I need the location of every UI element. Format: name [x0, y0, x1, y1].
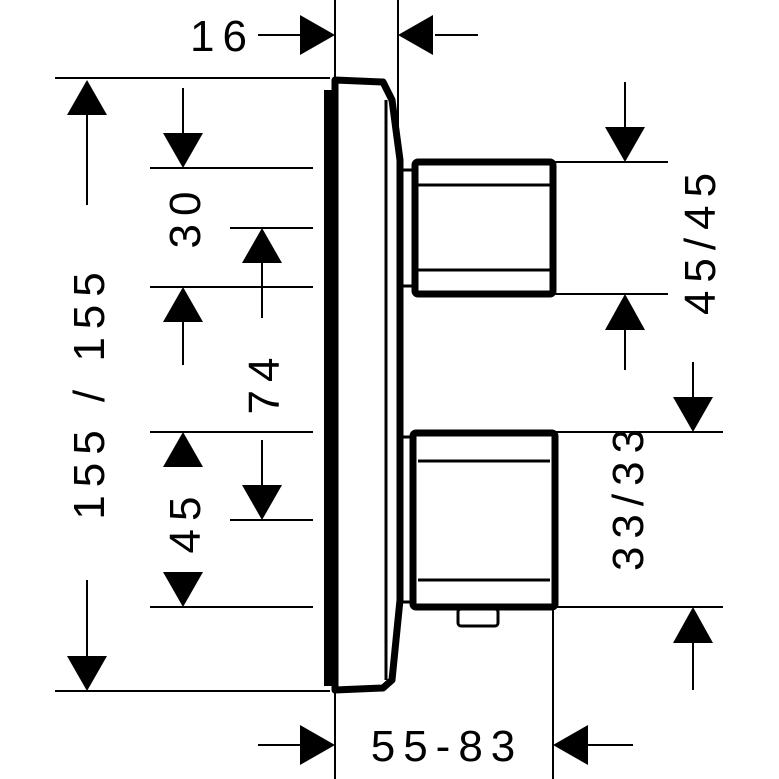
lower-knob	[409, 429, 559, 628]
arrow-down-icon	[163, 572, 203, 607]
dim-label-total-height: 155 / 155	[65, 264, 114, 520]
arrow-right-icon	[300, 15, 335, 55]
arrow-right-icon	[300, 725, 335, 765]
arrow-down-icon	[673, 397, 713, 432]
arrow-down-icon	[163, 133, 203, 168]
upper-knob	[411, 158, 557, 298]
wall-plate	[324, 76, 413, 694]
dim-label-knob-spacing: 74	[240, 350, 289, 415]
arrow-up-icon	[67, 80, 107, 115]
arrow-left-icon	[398, 15, 433, 55]
arrow-up-icon	[673, 607, 713, 643]
arrow-up-icon	[242, 228, 282, 263]
dim-label-bottom-offset: 45	[161, 489, 210, 554]
arrow-up-icon	[163, 287, 203, 322]
extension-lines	[55, 0, 723, 779]
arrow-up-icon	[163, 432, 203, 467]
arrow-left-icon	[553, 725, 588, 765]
arrow-down-icon	[242, 485, 282, 520]
dim-label-wall-depth: 16	[190, 12, 255, 61]
dim-label-top-offset: 30	[161, 184, 210, 249]
arrow-up-icon	[605, 294, 645, 330]
dim-label-upper-knob: 45/45	[676, 165, 725, 315]
dimension-arrows	[67, 15, 713, 765]
arrow-down-icon	[605, 127, 645, 162]
dim-label-projection: 55-83	[371, 722, 524, 771]
dim-label-lower-knob: 33/33	[604, 421, 653, 571]
arrow-down-icon	[67, 656, 107, 691]
